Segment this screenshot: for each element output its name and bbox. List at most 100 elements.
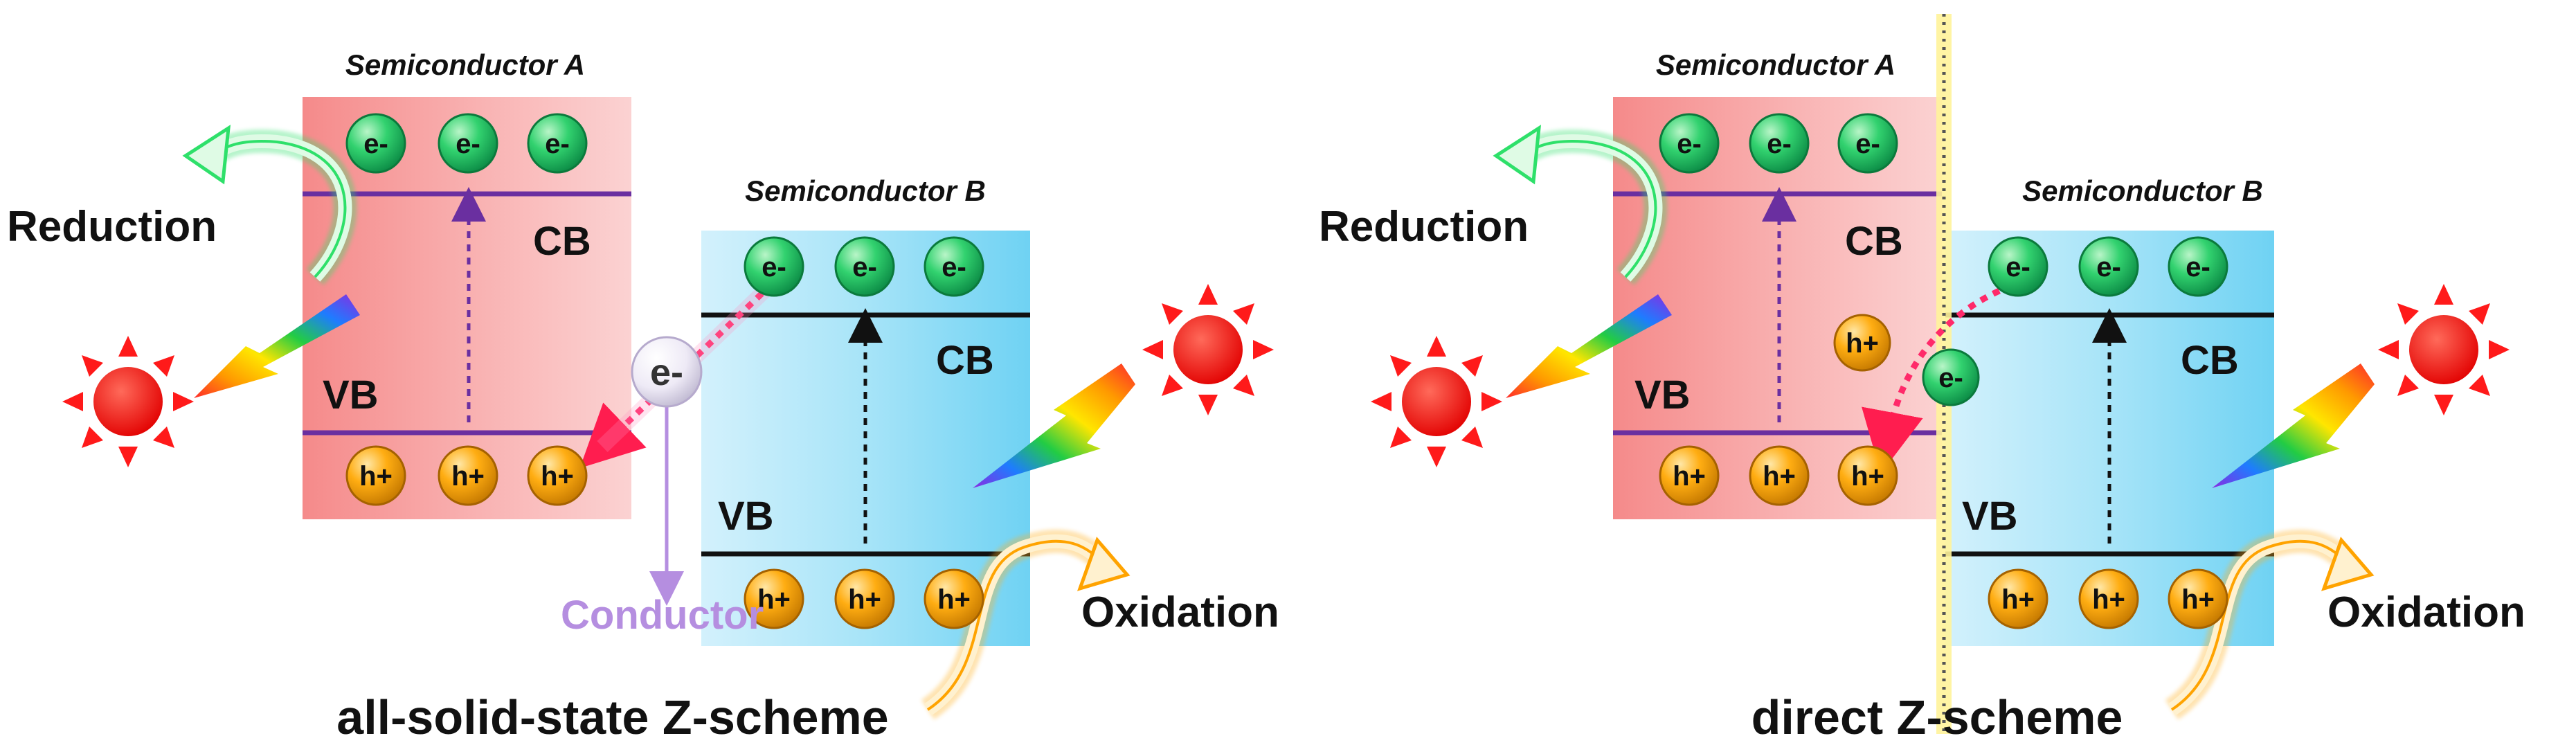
hole-label: h+: [451, 461, 485, 492]
cb-b-label: CB: [936, 338, 994, 383]
electron-label: e-: [942, 252, 966, 282]
reduction-arrow-head: [182, 125, 231, 185]
oxidation-arrow-head: [1077, 537, 1131, 591]
hole-label: h+: [1851, 461, 1884, 492]
electron-label: e-: [1677, 129, 1702, 159]
electron-particle: [744, 236, 804, 297]
electron-label: e-: [852, 252, 877, 282]
electron-label: e-: [1855, 129, 1880, 159]
semiconductor-a-label: Semiconductor A: [345, 48, 585, 81]
cb-a-label: CB: [533, 219, 591, 264]
hole-label: h+: [1763, 461, 1796, 492]
hole-label: h+: [937, 584, 971, 615]
reduction-label: Reduction: [7, 203, 217, 251]
vb-b-label: VB: [1962, 494, 2018, 539]
caption-all-solid-state: all-solid-state Z-scheme: [336, 690, 888, 744]
hole-particle: [924, 568, 984, 629]
hole-label: h+: [757, 584, 791, 615]
holes-a: [1659, 445, 1898, 506]
hole-particle: [345, 445, 406, 506]
holes-a: [345, 445, 588, 506]
hole-label: h+: [1673, 461, 1706, 492]
electron-particle: [924, 236, 984, 297]
hole-label: h+: [2092, 584, 2125, 615]
light-ray-icon: [194, 294, 360, 398]
electron-particle: [1749, 113, 1810, 174]
interface-hole: [1833, 314, 1891, 372]
hole-particle: [1837, 445, 1898, 506]
conductor-label: Conductor: [561, 593, 764, 638]
light-ray-icon: [973, 363, 1135, 488]
hole-particle: [438, 445, 498, 506]
mediator-electron: [631, 336, 703, 408]
electrons-b: [1988, 236, 2228, 297]
hole-particle: [2078, 568, 2139, 629]
interface-hole-label: h+: [1846, 328, 1879, 359]
oxidation-label: Oxidation: [1081, 589, 1279, 636]
electrons-b: [744, 236, 984, 297]
oxidation-label: Oxidation: [2327, 589, 2525, 636]
hole-particle: [744, 568, 804, 629]
oxidation-arrow-outline: [2170, 539, 2346, 711]
vb-a-label: VB: [323, 372, 379, 418]
hole-label: h+: [541, 461, 574, 492]
electron-particle: [2078, 236, 2139, 297]
sun-icon: [1371, 336, 1502, 467]
caption-direct: direct Z-scheme: [1751, 690, 2123, 744]
vb-b-label: VB: [718, 494, 774, 539]
electron-particle: [2168, 236, 2228, 297]
hole-particle: [2168, 568, 2228, 629]
light-ray-icon: [2212, 363, 2375, 488]
mediator-electron-label: e-: [650, 352, 683, 393]
hole-particle: [1659, 445, 1720, 506]
sun-icon: [2378, 284, 2510, 415]
hole-label: h+: [359, 461, 393, 492]
electron-label: e-: [2006, 252, 2030, 282]
electron-particle: [834, 236, 895, 297]
semiconductor-b-label: Semiconductor B: [745, 174, 986, 207]
electrons-a: [1659, 113, 1898, 174]
electron-label: e-: [456, 129, 480, 159]
electrons-a: [345, 113, 588, 174]
electron-label: e-: [1767, 129, 1792, 159]
electron-label: e-: [762, 252, 786, 282]
electron-particle: [1659, 113, 1720, 174]
cb-a-label: CB: [1845, 219, 1903, 264]
electron-label: e-: [2096, 252, 2121, 282]
electron-label: e-: [545, 129, 570, 159]
light-ray-icon: [1506, 294, 1672, 398]
cb-b-label: CB: [2181, 338, 2239, 383]
electron-particle: [1988, 236, 2048, 297]
hole-label: h+: [2001, 584, 2035, 615]
hole-particle: [1988, 568, 2048, 629]
hole-particle: [834, 568, 895, 629]
electron-particle: [438, 113, 498, 174]
electron-particle: [1837, 113, 1898, 174]
sun-icon: [62, 336, 194, 467]
sun-icon: [1142, 284, 1274, 415]
holes-b: [744, 568, 984, 629]
oxidation-arrow-outline: [926, 539, 1102, 711]
vb-a-label: VB: [1634, 372, 1691, 418]
hole-particle: [527, 445, 588, 506]
panel-all-solid-state: e- e- e- h+ h+ h+ e- e- e- h+ h+ h+ e- S…: [7, 48, 1279, 744]
interface-electron: [1922, 348, 1980, 406]
reduction-label: Reduction: [1319, 203, 1529, 251]
hole-particle: [1749, 445, 1810, 506]
reduction-arrow-head: [1493, 125, 1542, 185]
hole-label: h+: [2181, 584, 2215, 615]
interface-transfer-path: [1862, 287, 2001, 474]
holes-b: [1988, 568, 2228, 629]
panel-direct: e- e- e- h+ h+ h+ e- e- e- h+ h+ h+ h+ e…: [1319, 14, 2525, 744]
electron-particle: [527, 113, 588, 174]
semiconductor-b-label: Semiconductor B: [2022, 174, 2263, 207]
electron-particle: [345, 113, 406, 174]
electron-label: e-: [363, 129, 388, 159]
oxidation-arrow-head: [2321, 537, 2375, 591]
semiconductor-a-label: Semiconductor A: [1656, 48, 1895, 81]
hole-label: h+: [848, 584, 881, 615]
interface-electron-label: e-: [1938, 363, 1963, 393]
electron-label: e-: [2186, 252, 2210, 282]
